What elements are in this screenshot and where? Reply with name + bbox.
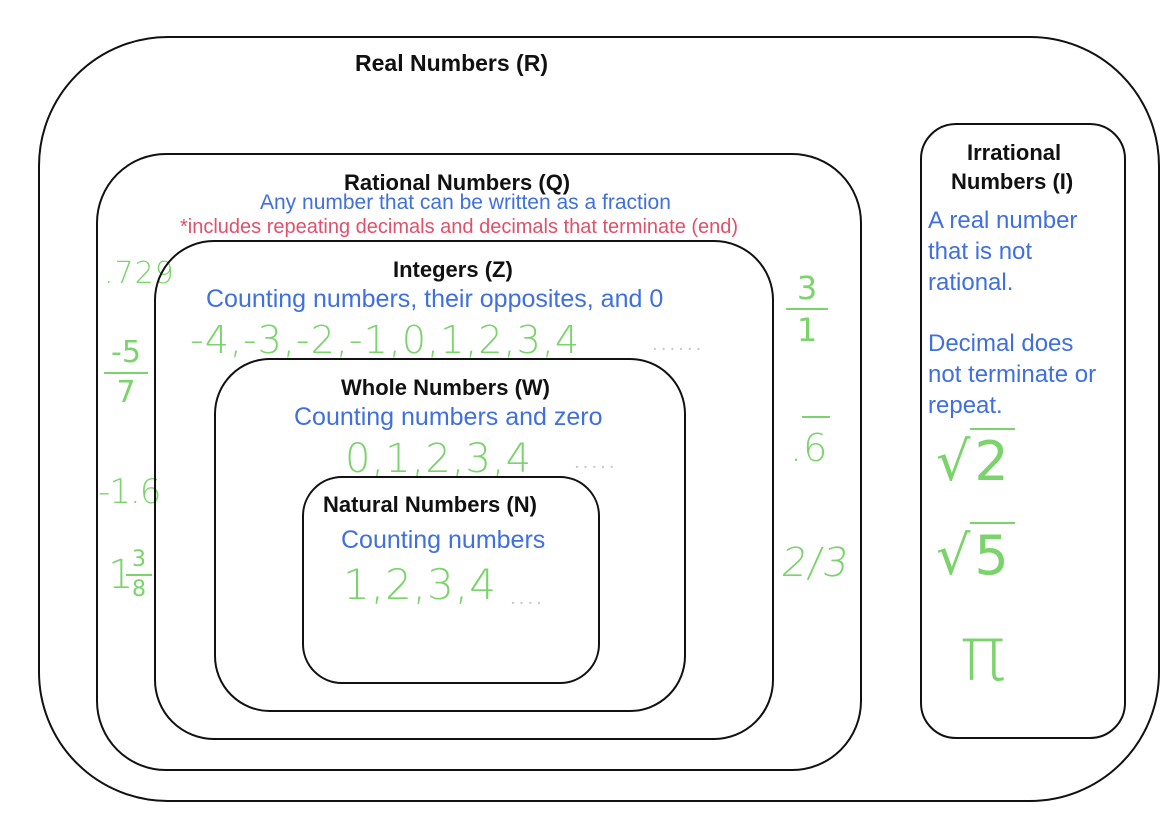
mixed-number-fraction: 3 8	[126, 548, 152, 602]
irrational-note-line-3: repeat.	[928, 392, 1003, 419]
irrational-description-line-1: A real number	[928, 207, 1078, 234]
rational-numbers-title: Rational Numbers (Q)	[344, 170, 571, 195]
rational-example-fraction-neg-5-7: -5 7	[104, 336, 148, 410]
irrational-description-line-3: rational.	[928, 269, 1014, 296]
natural-numbers-title: Natural Numbers (N)	[323, 492, 537, 517]
natural-numbers-examples: 1,2,3,4	[343, 560, 497, 609]
radical-icon: √	[936, 524, 971, 587]
whole-numbers-examples: 0,1,2,3,4	[345, 436, 533, 482]
real-numbers-title: Real Numbers (R)	[355, 50, 548, 76]
irrational-numbers-set	[920, 123, 1126, 739]
natural-numbers-set	[302, 476, 600, 684]
radical-icon: √	[936, 430, 971, 493]
fraction-numerator: 3	[132, 547, 146, 572]
rational-example-repeating-decimal: .6	[790, 406, 834, 486]
radicand: 5	[970, 522, 1015, 588]
rational-numbers-set	[96, 153, 862, 771]
fraction-denominator: 8	[132, 577, 146, 602]
natural-numbers-description: Counting numbers	[341, 526, 546, 554]
rational-example-fraction-2-3: 2/3	[778, 540, 853, 586]
rational-example-negative-decimal: -1.6	[98, 472, 161, 512]
integers-description: Counting numbers, their opposites, and 0	[206, 285, 664, 313]
natural-numbers-ellipsis: ....	[510, 588, 545, 609]
rational-numbers-note: *includes repeating decimals and decimal…	[180, 216, 739, 238]
irrational-example-pi: π	[960, 609, 1007, 698]
repeating-bar	[802, 416, 830, 418]
irrational-example-sqrt-2: √2	[936, 428, 1015, 494]
irrational-numbers-title-line1: Irrational	[967, 140, 1062, 165]
whole-numbers-title: Whole Numbers (W)	[341, 375, 550, 400]
integers-examples: -4,-3,-2,-1,0,1,2,3,4	[190, 318, 581, 362]
fraction-numerator: 3	[796, 269, 818, 307]
fraction-bar	[104, 372, 148, 374]
rational-example-fraction-3-1: 3 1	[786, 270, 828, 348]
fraction-bar	[786, 308, 828, 310]
fraction-denominator: 7	[116, 375, 136, 410]
irrational-example-sqrt-5: √5	[936, 522, 1015, 588]
rational-example-mixed-number: 1 3 8	[108, 548, 156, 618]
radicand: 2	[970, 428, 1015, 494]
fraction-bar	[126, 574, 152, 576]
integers-ellipsis: ......	[652, 334, 705, 355]
irrational-description-line-2: that is not	[928, 238, 1033, 265]
irrational-note-line-1: Decimal does	[928, 330, 1074, 357]
integers-set	[154, 240, 774, 740]
repeating-decimal-value: .6	[790, 426, 829, 470]
irrational-numbers-title-line2: Numbers (I)	[951, 169, 1074, 194]
real-numbers-set	[38, 36, 1160, 802]
rational-numbers-description: Any number that can be written as a frac…	[260, 191, 671, 214]
fraction-denominator: 1	[796, 311, 818, 349]
irrational-note-line-2: not terminate or	[928, 361, 1097, 388]
whole-numbers-description: Counting numbers and zero	[294, 403, 603, 431]
fraction-numerator: -5	[111, 335, 141, 370]
whole-numbers-ellipsis: .....	[574, 452, 618, 473]
integers-title: Integers (Z)	[393, 257, 513, 282]
whole-numbers-set	[214, 358, 686, 712]
